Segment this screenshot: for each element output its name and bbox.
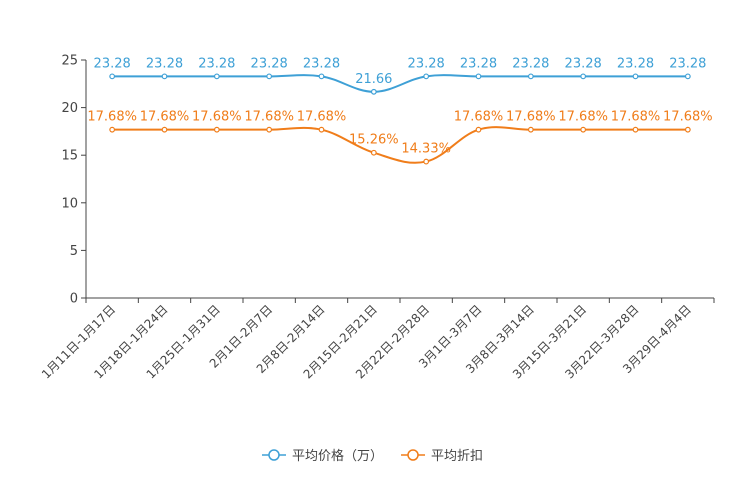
data-point <box>632 126 639 133</box>
data-point <box>580 73 587 80</box>
data-label: 23.28 <box>303 56 340 71</box>
data-point <box>161 73 168 80</box>
data-label: 23.28 <box>94 56 131 71</box>
data-point <box>161 126 168 133</box>
data-label: 21.66 <box>355 72 392 87</box>
data-point <box>213 73 220 80</box>
y-tick-label: 5 <box>70 244 78 259</box>
legend-marker <box>268 449 280 461</box>
data-label: 17.68% <box>87 110 137 125</box>
data-point <box>580 126 587 133</box>
legend[interactable]: 平均价格（万） 平均折扣 <box>262 448 483 464</box>
data-label: 23.28 <box>617 56 654 71</box>
data-point <box>423 73 430 80</box>
data-point <box>370 88 377 95</box>
data-label: 17.68% <box>506 110 556 125</box>
data-label: 23.28 <box>198 56 235 71</box>
series-line <box>112 74 688 93</box>
series-2: 17.68%17.68%17.68%17.68%17.68%15.26%14.3… <box>87 110 713 165</box>
data-point <box>213 126 220 133</box>
legend-item-2[interactable]: 平均折扣 <box>401 449 483 464</box>
data-label: 17.68% <box>297 110 347 125</box>
series-1: 23.28 23.28 23.28 23.28 23.28 21.66 23.28 23.28… <box>94 56 706 95</box>
data-label: 17.68% <box>611 110 661 125</box>
data-label: 17.68% <box>244 110 294 125</box>
data-label: 17.68% <box>140 110 190 125</box>
data-label: 23.28 <box>565 56 602 71</box>
data-point <box>370 149 377 156</box>
data-label: 23.28 <box>146 56 183 71</box>
data-label: 14.33% <box>401 142 451 157</box>
data-label: 17.68% <box>558 110 608 125</box>
data-label: 23.28 <box>251 56 288 71</box>
data-point <box>266 73 273 80</box>
data-point <box>266 126 273 133</box>
data-label: 23.28 <box>460 56 497 71</box>
data-point <box>527 73 534 80</box>
data-label: 23.28 <box>512 56 549 71</box>
data-point <box>109 73 116 80</box>
axes <box>85 60 714 299</box>
y-tick-label: 15 <box>61 149 78 164</box>
y-tick-label: 0 <box>70 292 78 307</box>
y-tick-label: 20 <box>61 101 78 116</box>
data-point <box>684 73 691 80</box>
data-label: 17.68% <box>454 110 504 125</box>
y-tick-label: 10 <box>61 196 78 211</box>
data-label: 17.68% <box>192 110 242 125</box>
data-label: 17.68% <box>663 110 713 125</box>
legend-label: 平均价格（万） <box>292 448 383 464</box>
data-point <box>318 73 325 80</box>
legend-label: 平均折扣 <box>431 449 483 464</box>
y-axis-ticks: 0 5 10 15 20 25 <box>61 54 86 307</box>
legend-item-1[interactable]: 平均价格（万） <box>262 448 383 464</box>
data-point <box>475 73 482 80</box>
data-point <box>109 126 116 133</box>
data-point <box>318 126 325 133</box>
data-point <box>475 126 482 133</box>
data-point <box>632 73 639 80</box>
legend-marker <box>407 449 419 461</box>
series-layer: 23.28 23.28 23.28 23.28 23.28 21.66 23.28 23.28… <box>87 56 713 165</box>
y-tick-label: 25 <box>61 54 78 69</box>
data-point <box>423 158 430 165</box>
x-axis-ticks: 1月11日-1月17日1月18日-1月24日1月25日-1月31日2月1日-2月… <box>39 298 715 382</box>
data-label: 15.26% <box>349 133 399 148</box>
series-line <box>112 126 688 164</box>
data-label: 23.28 <box>408 56 445 71</box>
data-point <box>527 126 534 133</box>
data-point <box>684 126 691 133</box>
data-label: 23.28 <box>669 56 706 71</box>
